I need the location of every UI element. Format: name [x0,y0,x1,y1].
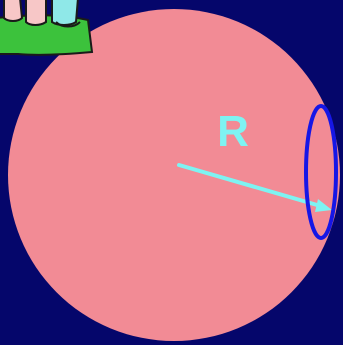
pink-circle [8,9,340,341]
figure-leg-middle [26,0,46,25]
cartoon-figure-on-grass [0,0,92,55]
radius-label: R [217,107,249,156]
figure-leg-right [52,0,78,25]
figure-leg-left [4,0,22,21]
